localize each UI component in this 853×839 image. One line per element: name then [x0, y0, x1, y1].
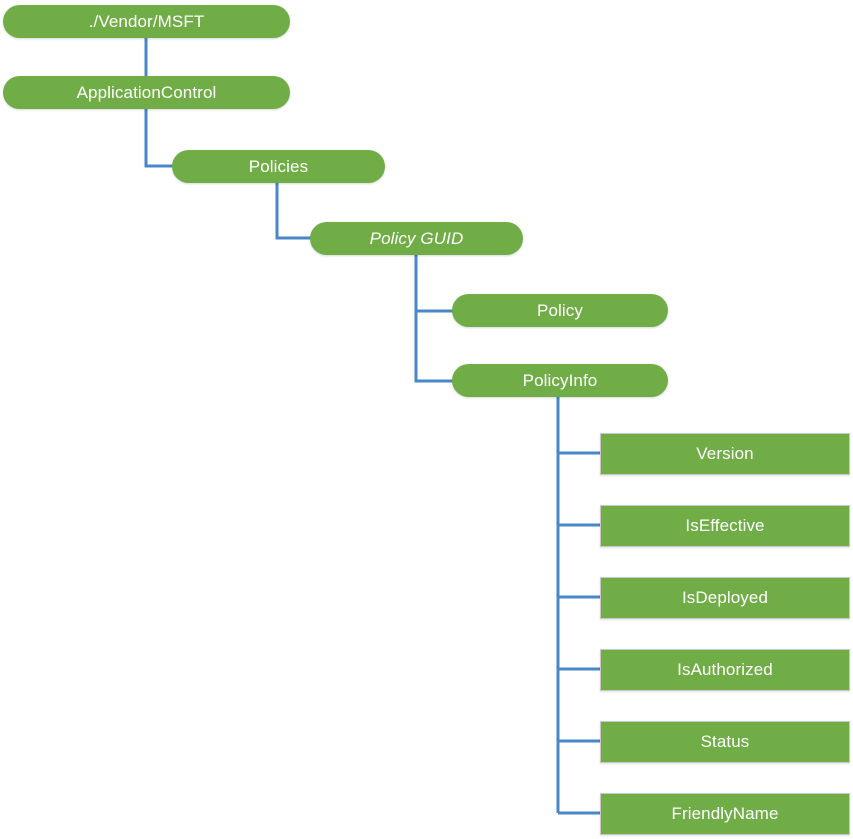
- node-policy-info-label: PolicyInfo: [522, 370, 598, 390]
- node-vendor-msft[interactable]: ./Vendor/MSFT: [3, 5, 290, 38]
- node-policy[interactable]: Policy: [452, 294, 668, 327]
- node-status-label: Status: [700, 732, 750, 751]
- connector-policyguid-to-policy: [414, 255, 454, 313]
- node-version[interactable]: Version: [600, 433, 850, 475]
- node-is-authorized-label: IsAuthorized: [677, 660, 773, 679]
- connector-policies-to-policyguid: [275, 183, 312, 240]
- node-friendly-name-label: FriendlyName: [671, 804, 779, 823]
- node-is-deployed[interactable]: IsDeployed: [600, 577, 850, 619]
- node-policies-label: Policies: [248, 156, 309, 176]
- node-application-control-label: ApplicationControl: [76, 82, 217, 102]
- node-policies[interactable]: Policies: [172, 150, 385, 183]
- node-policy-info[interactable]: PolicyInfo: [452, 364, 668, 397]
- node-is-effective-label: IsEffective: [685, 516, 765, 535]
- node-application-control[interactable]: ApplicationControl: [3, 76, 290, 109]
- node-version-label: Version: [696, 444, 754, 463]
- node-is-authorized[interactable]: IsAuthorized: [600, 649, 850, 691]
- connector-applicationcontrol-to-policies: [144, 109, 174, 168]
- node-policy-guid-label: Policy GUID: [369, 228, 464, 248]
- node-policy-label: Policy: [537, 300, 583, 320]
- node-is-deployed-label: IsDeployed: [681, 588, 769, 607]
- node-status[interactable]: Status: [600, 721, 850, 763]
- node-friendly-name[interactable]: FriendlyName: [600, 793, 850, 835]
- node-is-effective[interactable]: IsEffective: [600, 505, 850, 547]
- node-vendor-msft-label: ./Vendor/MSFT: [88, 11, 205, 31]
- node-policy-guid[interactable]: Policy GUID: [310, 222, 523, 255]
- connector-policyguid-to-policyinfo: [414, 311, 454, 383]
